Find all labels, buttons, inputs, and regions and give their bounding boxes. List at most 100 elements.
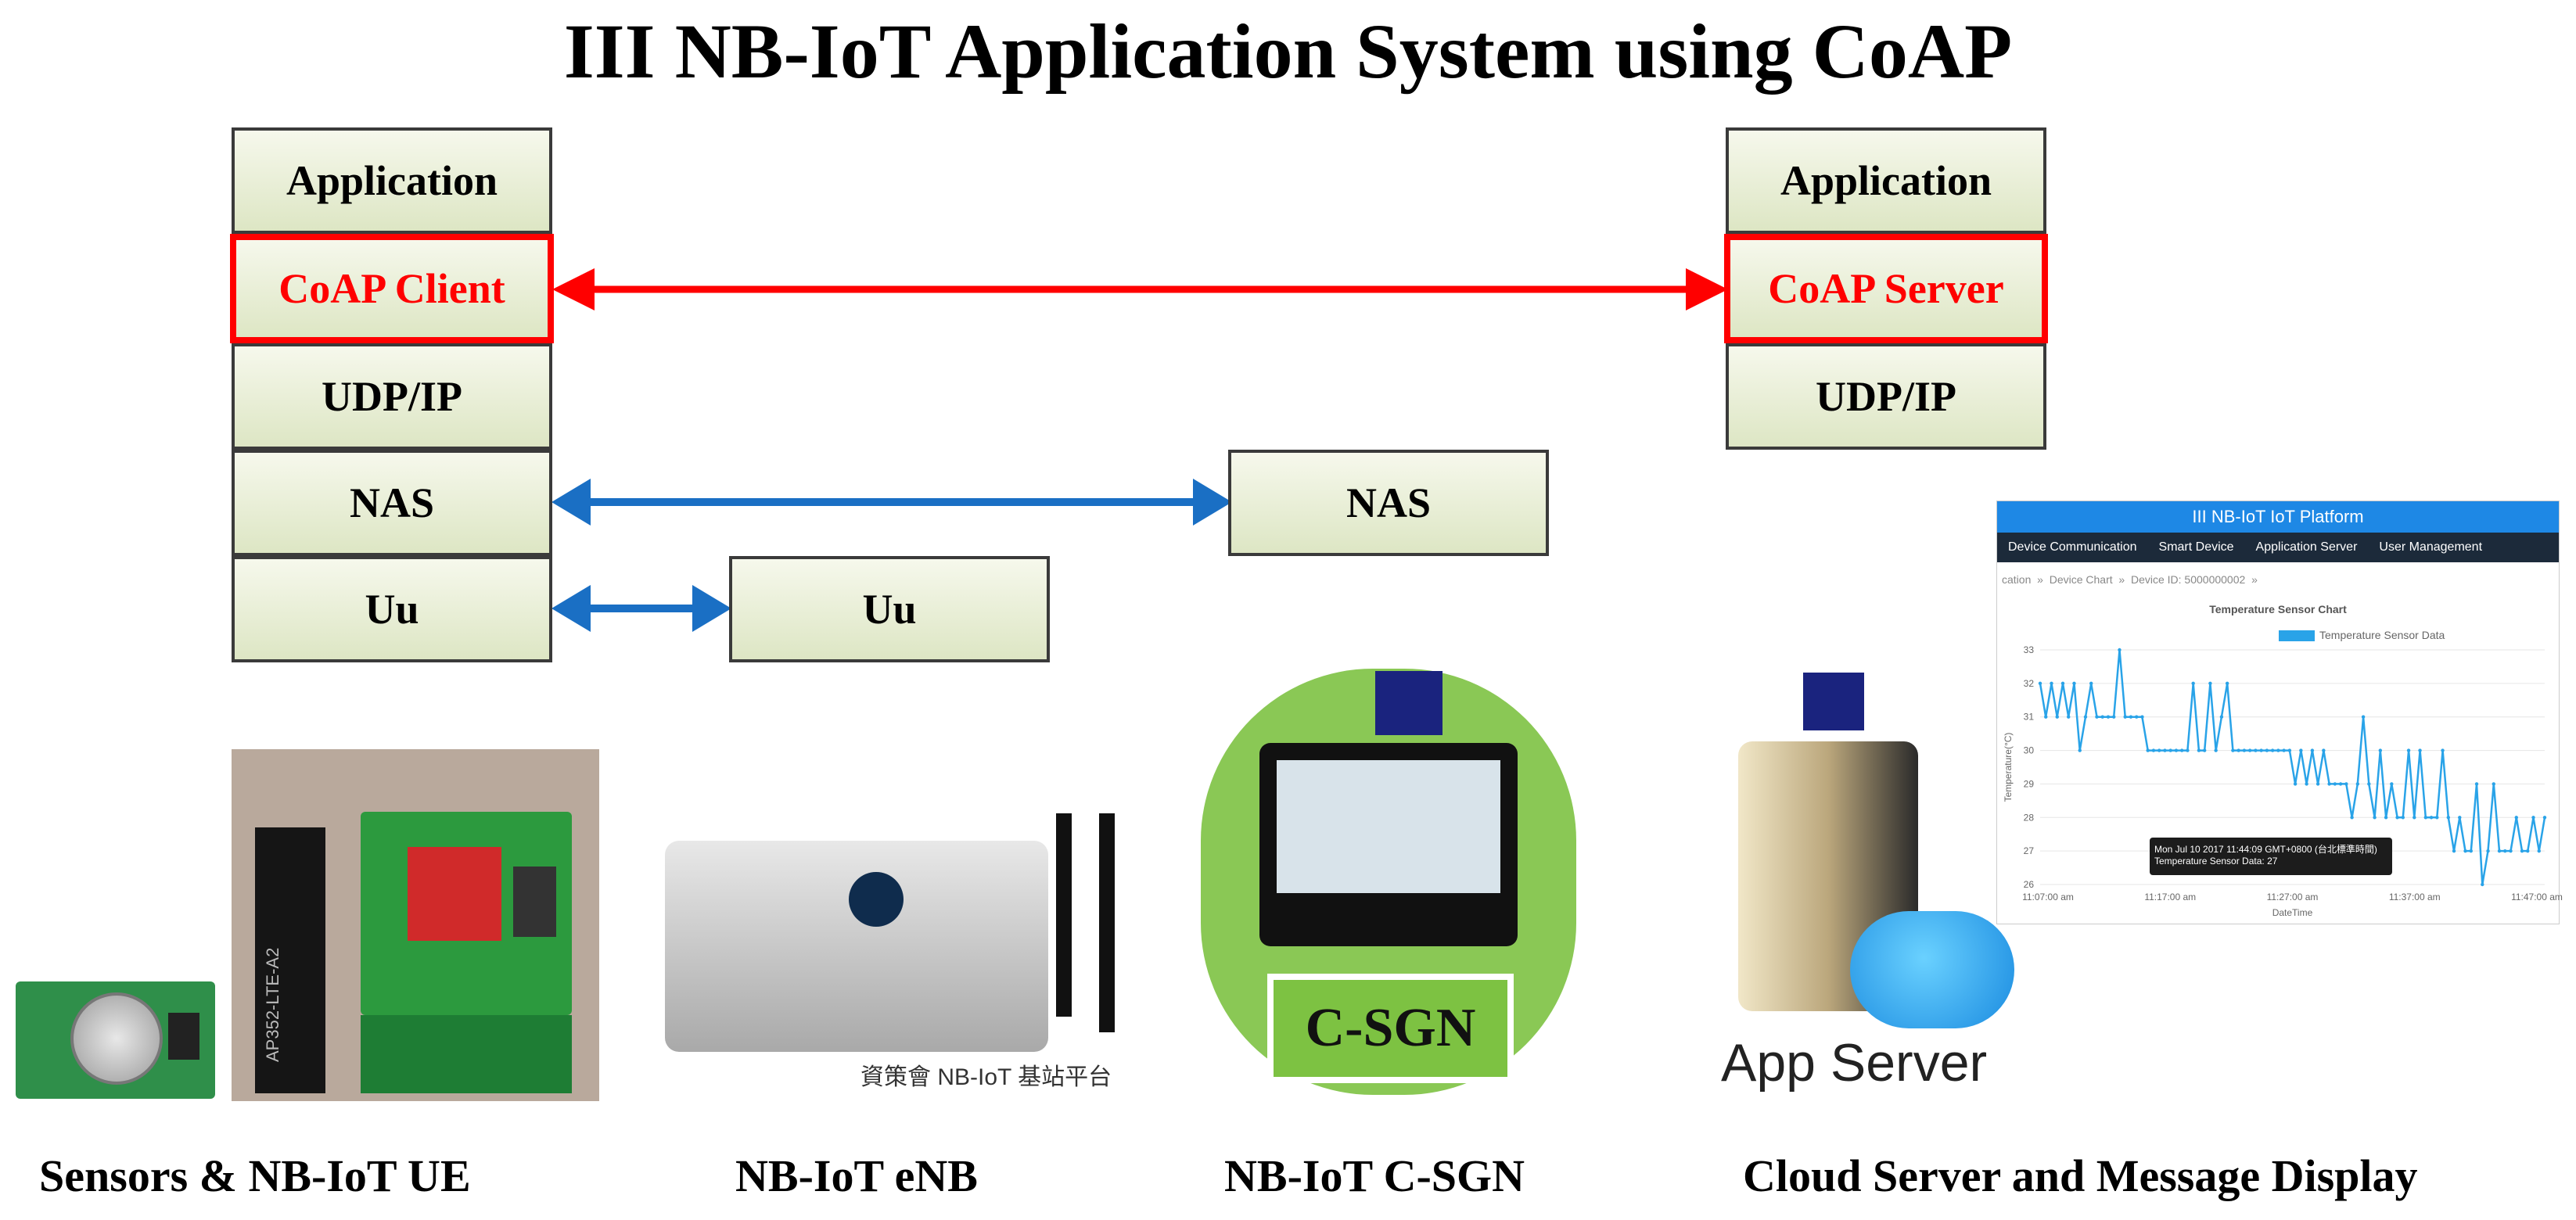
- data-point: [2526, 849, 2530, 853]
- data-point: [2095, 715, 2099, 719]
- bank-icon: [1375, 671, 1442, 735]
- x-tick-label: 11:27:00 am: [2267, 892, 2319, 902]
- data-point: [2361, 715, 2366, 719]
- data-point: [2163, 748, 2167, 752]
- data-point: [2509, 849, 2513, 853]
- tooltip-value: Temperature Sensor Data: 27: [2154, 856, 2278, 867]
- data-point: [2537, 849, 2541, 853]
- lte-antenna: AP352-LTE-A2: [255, 827, 325, 1093]
- sim-slot: [513, 867, 556, 937]
- csgn-screen-label: C-SGN: [1267, 974, 1514, 1083]
- server-coap-server-layer: CoAP Server: [1724, 234, 2048, 343]
- data-point: [2293, 782, 2298, 786]
- data-point: [2378, 748, 2383, 752]
- x-tick-label: 11:37:00 am: [2389, 892, 2441, 902]
- sensor-chip: [168, 1013, 199, 1060]
- data-point: [2333, 782, 2337, 786]
- data-point: [2186, 748, 2190, 752]
- ue-board: [361, 812, 572, 1015]
- chart-tooltip: Mon Jul 10 2017 11:44:09 GMT+0800 (台北標準時…: [2150, 838, 2392, 875]
- caption-cloud: Cloud Server and Message Display: [1743, 1150, 2418, 1201]
- modem-chip: [408, 847, 501, 941]
- data-point: [2225, 681, 2229, 686]
- data-point: [2146, 748, 2150, 752]
- data-point: [2231, 748, 2235, 752]
- data-point: [2106, 715, 2111, 719]
- caption-csgn: NB-IoT C-SGN: [1224, 1150, 1525, 1201]
- x-axis-label: DateTime: [2272, 907, 2313, 918]
- nav-device-communication[interactable]: Device Communication: [2008, 540, 2137, 554]
- data-point: [2135, 715, 2139, 719]
- data-point: [2157, 748, 2161, 752]
- enb-antenna-left: [1056, 813, 1072, 1017]
- y-tick-label: 28: [2024, 812, 2035, 823]
- data-point: [2254, 748, 2258, 752]
- data-point: [2123, 715, 2127, 719]
- data-point: [2373, 816, 2377, 820]
- data-point: [2355, 782, 2360, 786]
- data-point: [2265, 748, 2269, 752]
- data-point: [2497, 849, 2502, 853]
- nav-user-management[interactable]: User Management: [2379, 540, 2483, 554]
- enb-photo-caption: 資策會 NB-IoT 基站平台: [860, 1064, 1112, 1090]
- breadcrumb: cation » Device Chart » Device ID: 50000…: [2002, 573, 2258, 586]
- data-point: [2441, 748, 2445, 752]
- data-point: [2044, 715, 2048, 719]
- data-point: [2151, 748, 2156, 752]
- data-point: [2469, 849, 2473, 853]
- nav-smart-device[interactable]: Smart Device: [2158, 540, 2234, 554]
- ue-uu-layer: Uu: [232, 556, 552, 662]
- data-point: [2344, 782, 2348, 786]
- caption-ue: Sensors & NB-IoT UE: [39, 1150, 471, 1201]
- nav-application-server[interactable]: Application Server: [2255, 540, 2358, 554]
- platform-nav: Device Communication Smart Device Applic…: [1997, 533, 2559, 562]
- csgn-nas-layer: NAS: [1228, 450, 1549, 556]
- data-point: [2463, 849, 2467, 853]
- data-point: [2452, 849, 2456, 853]
- data-point: [2423, 816, 2428, 820]
- y-tick-label: 31: [2024, 712, 2035, 723]
- data-point: [2531, 816, 2535, 820]
- data-point: [2236, 748, 2240, 752]
- legend-swatch: [2279, 630, 2315, 641]
- page-title: III NB-IoT Application System using CoAP: [563, 8, 2013, 95]
- data-point: [2129, 715, 2133, 719]
- data-point: [2390, 782, 2394, 786]
- data-point: [2089, 681, 2093, 686]
- y-tick-label: 32: [2024, 678, 2035, 689]
- bank-icon: [1803, 673, 1864, 730]
- data-point: [2486, 849, 2490, 853]
- enb-port: [849, 872, 904, 927]
- data-point: [2050, 681, 2053, 686]
- data-point: [2100, 715, 2104, 719]
- data-point: [2197, 748, 2201, 752]
- data-point: [2242, 748, 2247, 752]
- data-point: [2435, 816, 2439, 820]
- ue-coap-client-layer: CoAP Client: [230, 234, 554, 343]
- laptop-screen: [1277, 760, 1500, 893]
- nbiot-ue-photo: AP352-LTE-A2: [232, 749, 599, 1101]
- data-point: [2418, 748, 2422, 752]
- antenna-label: AP352-LTE-A2: [263, 947, 282, 1062]
- tooltip-time: Mon Jul 10 2017 11:44:09 GMT+0800 (台北標準時…: [2154, 844, 2377, 855]
- data-point: [2118, 648, 2122, 652]
- data-point: [2338, 782, 2343, 786]
- y-tick-label: 26: [2024, 879, 2035, 890]
- data-point: [2191, 681, 2195, 686]
- data-point: [2038, 681, 2042, 686]
- data-point: [2112, 715, 2116, 719]
- data-point: [2282, 748, 2286, 752]
- data-point: [2384, 816, 2388, 820]
- data-point: [2259, 748, 2263, 752]
- platform-screenshot: III NB-IoT IoT Platform Device Communica…: [1996, 501, 2563, 924]
- data-point: [2305, 782, 2308, 786]
- data-point: [2327, 782, 2331, 786]
- server-application-layer: Application: [1726, 127, 2046, 234]
- data-point: [2367, 782, 2371, 786]
- data-point: [2322, 748, 2326, 752]
- y-axis-label: Temperature(°C): [2003, 733, 2014, 802]
- data-point: [2514, 816, 2518, 820]
- data-point: [2208, 681, 2212, 686]
- data-point: [2060, 681, 2065, 686]
